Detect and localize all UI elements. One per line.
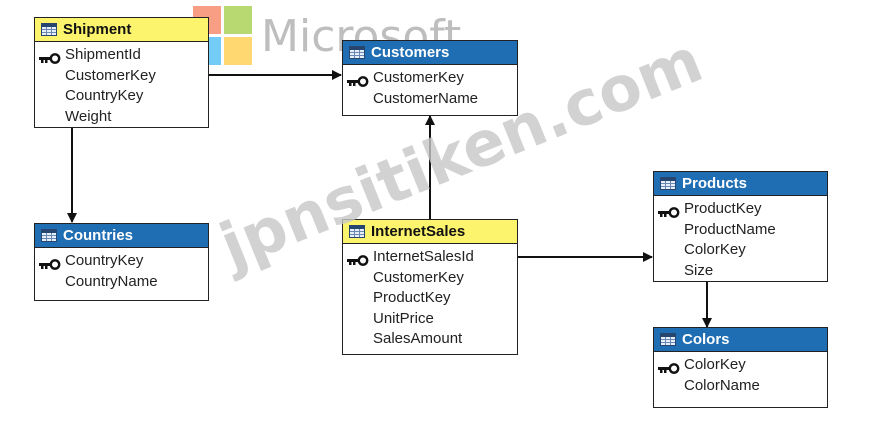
table-icon xyxy=(41,229,57,242)
table-internetsales-title: InternetSales xyxy=(371,223,466,240)
field-name: ProductKey xyxy=(684,200,762,217)
primary-key-field[interactable]: ColorKey xyxy=(654,355,827,376)
table-countries-header: Countries xyxy=(35,224,208,248)
table-icon xyxy=(41,23,57,36)
microsoft-logo-icon xyxy=(193,6,253,66)
key-icon xyxy=(347,252,369,266)
table-shipment-title: Shipment xyxy=(63,21,132,38)
primary-key-field[interactable]: ShipmentId xyxy=(35,45,208,66)
field-name: ProductKey xyxy=(373,289,451,306)
table-icon xyxy=(349,46,365,59)
table-icon xyxy=(349,225,365,238)
table-icon xyxy=(660,333,676,346)
table-field[interactable]: CustomerKey xyxy=(343,268,517,289)
table-countries-title: Countries xyxy=(63,227,134,244)
primary-key-field[interactable]: ProductKey xyxy=(654,199,827,220)
field-name: ColorKey xyxy=(684,356,746,373)
table-field[interactable]: SalesAmount xyxy=(343,329,517,350)
table-field[interactable]: CustomerKey xyxy=(35,66,208,87)
field-name: Weight xyxy=(65,107,112,125)
table-field[interactable]: Size xyxy=(654,261,827,282)
field-name: CustomerKey xyxy=(373,69,464,86)
table-field[interactable]: Weight xyxy=(35,107,208,128)
primary-key-field[interactable]: CustomerKey xyxy=(343,68,517,89)
key-icon xyxy=(39,50,61,64)
table-products-title: Products xyxy=(682,175,748,192)
field-name: ShipmentId xyxy=(65,46,141,63)
table-field[interactable]: ColorName xyxy=(654,376,827,397)
table-field[interactable]: UnitPrice xyxy=(343,309,517,330)
key-icon xyxy=(39,256,61,270)
table-field[interactable]: CountryName xyxy=(35,272,208,293)
primary-key-field[interactable]: CountryKey xyxy=(35,251,208,272)
table-customers-header: Customers xyxy=(343,41,517,65)
table-field[interactable]: ProductName xyxy=(654,220,827,241)
table-customers-title: Customers xyxy=(371,44,450,61)
table-field[interactable]: CountryKey xyxy=(35,86,208,107)
field-name: Size xyxy=(684,261,714,279)
table-colors-title: Colors xyxy=(682,331,730,348)
key-icon xyxy=(658,360,680,374)
field-name: SalesAmount xyxy=(373,330,463,347)
table-colors-header: Colors xyxy=(654,328,827,352)
field-name: InternetSalesId xyxy=(373,248,474,265)
field-name: ProductName xyxy=(684,220,776,238)
field-name: CustomerKey xyxy=(373,268,464,286)
field-name: ColorKey xyxy=(684,241,746,258)
table-field[interactable]: ColorKey xyxy=(654,240,827,261)
field-name: ColorName xyxy=(684,376,760,394)
table-icon xyxy=(660,177,676,190)
logo-square-green xyxy=(224,6,252,34)
table-shipment-header: Shipment xyxy=(35,18,208,42)
field-name: CountryName xyxy=(65,272,158,290)
field-name: CountryKey xyxy=(65,252,144,269)
table-field[interactable]: CustomerName xyxy=(343,89,517,110)
logo-square-yellow xyxy=(224,37,252,65)
table-products-header: Products xyxy=(654,172,827,196)
table-field[interactable]: ProductKey xyxy=(343,288,517,309)
primary-key-field[interactable]: InternetSalesId xyxy=(343,247,517,268)
key-icon xyxy=(658,204,680,218)
field-name: CustomerName xyxy=(373,89,479,107)
field-name: CountryKey xyxy=(65,87,144,104)
table-internetsales-header: InternetSales xyxy=(343,220,517,244)
field-name: UnitPrice xyxy=(373,309,434,327)
key-icon xyxy=(347,73,369,87)
field-name: CustomerKey xyxy=(65,66,156,84)
